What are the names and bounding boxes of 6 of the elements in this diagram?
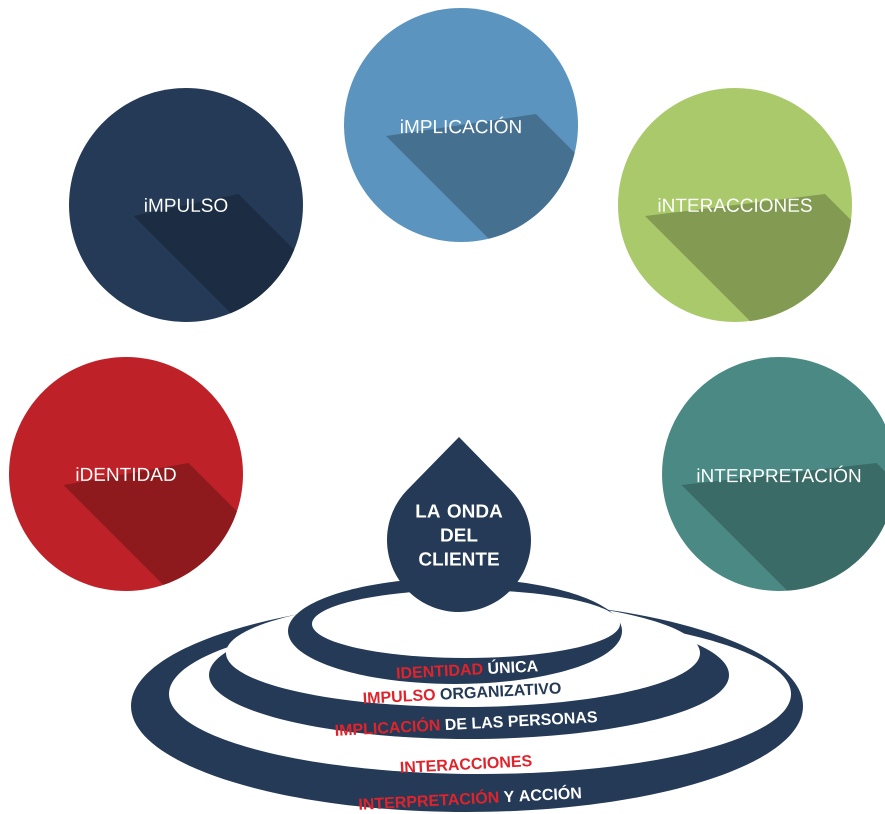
band-label: INTERACCIONES xyxy=(400,755,532,773)
band-label: IMPLICACIÓN DE LAS PERSONAS xyxy=(335,711,597,736)
band-label: IMPULSO ORGANIZATIVO xyxy=(364,682,561,704)
drop-node: LA ONDA DEL CLIENTE xyxy=(387,437,531,612)
band-label: INTERPRETACIÓN Y ACCIÓN xyxy=(359,784,581,810)
band-label: IDENTIDAD ÚNICA xyxy=(396,659,538,679)
